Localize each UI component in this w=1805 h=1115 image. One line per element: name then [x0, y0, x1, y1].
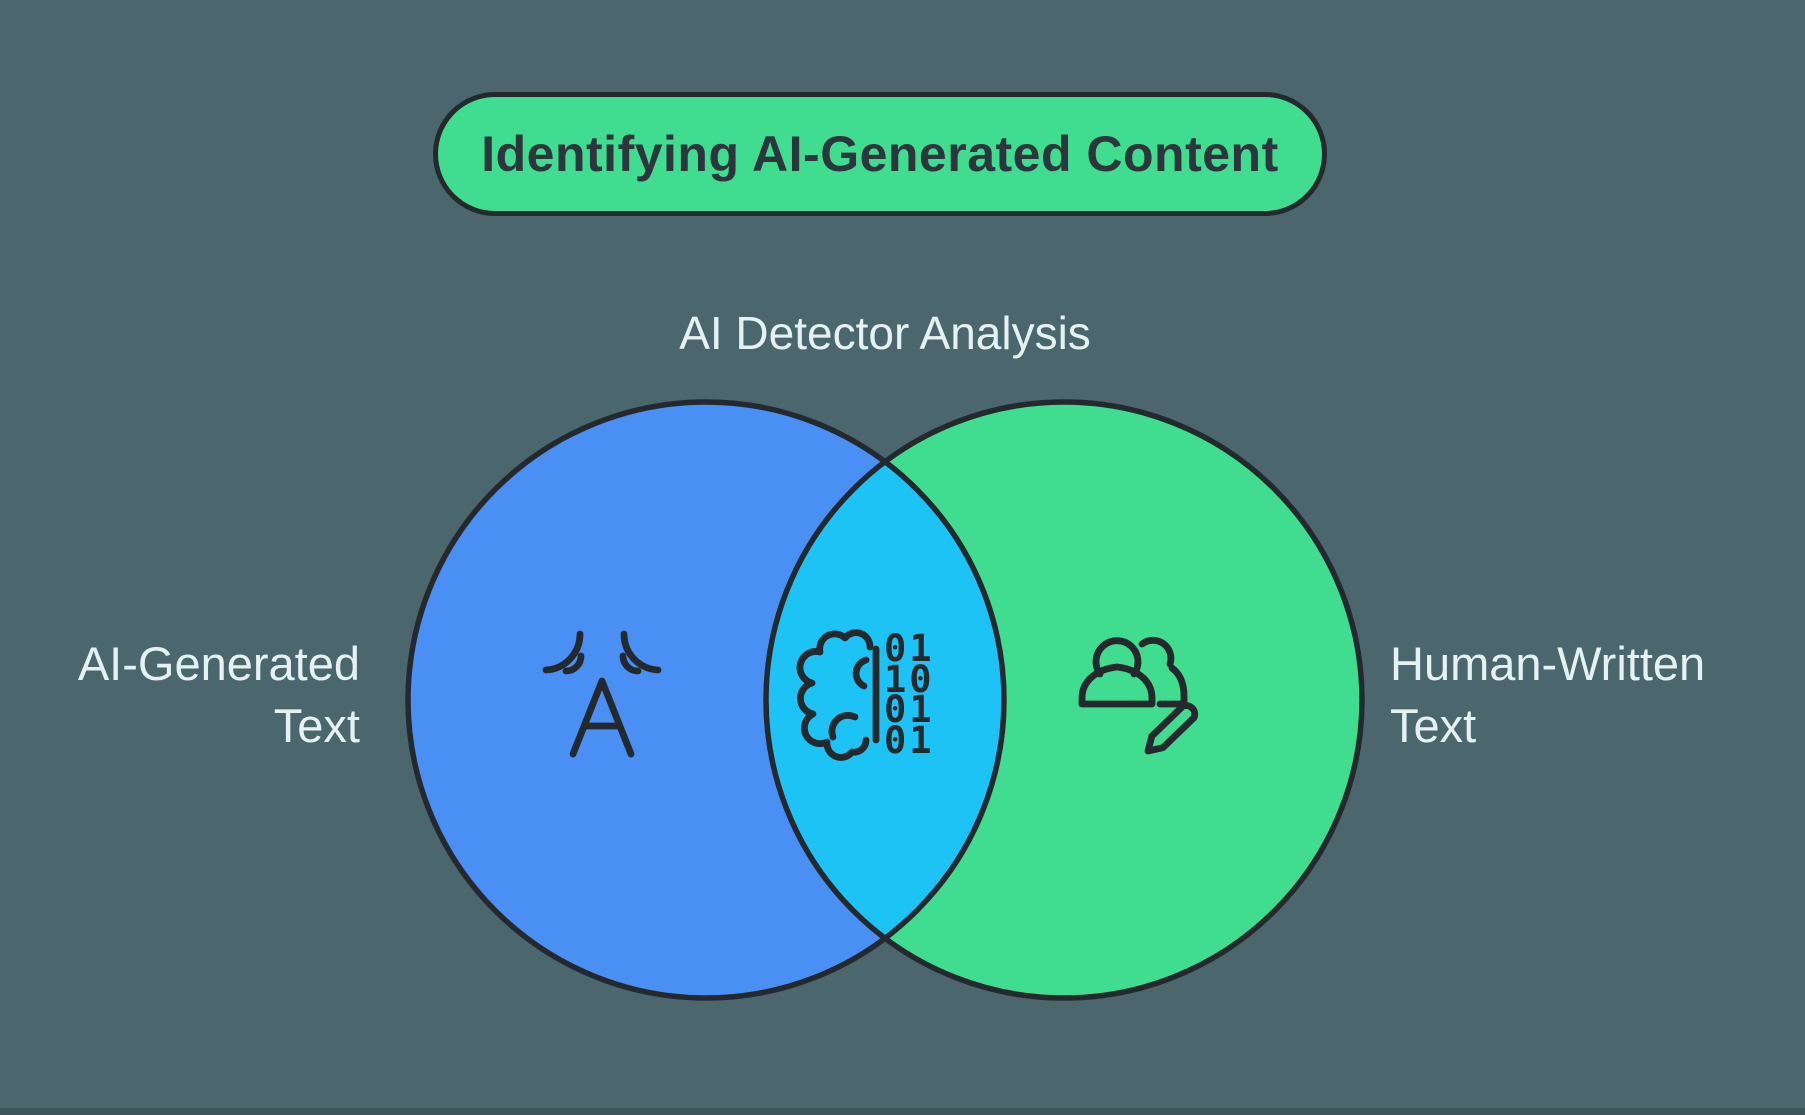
venn-heading: AI Detector Analysis	[679, 307, 1091, 359]
left-circle-outline	[405, 399, 1007, 1001]
letter-a	[569, 677, 635, 758]
right-set-label-line2: Text	[1390, 699, 1477, 752]
wave-arc	[542, 630, 584, 674]
bottom-edge-strip	[0, 1108, 1805, 1115]
ai-letter-waves-icon	[542, 630, 662, 758]
back-person-head	[1138, 636, 1175, 668]
binary-row: 01	[884, 688, 935, 731]
wave-arc	[620, 630, 662, 674]
pencil	[1144, 702, 1199, 755]
left-set-label: AI-Generated Text	[48, 633, 360, 757]
brain-fold	[828, 712, 859, 741]
brain-fold	[852, 656, 870, 690]
brain-binary-icon: 01 10 01 01	[796, 627, 935, 762]
left-set-label-line2: Text	[273, 699, 360, 752]
intersection-fill	[765, 461, 1005, 939]
brain-outline	[796, 629, 874, 761]
right-set-label: Human-Written Text	[1390, 633, 1730, 757]
title-banner: Identifying AI-Generated Content	[433, 92, 1327, 216]
front-person-shoulders	[1078, 663, 1156, 708]
right-set-label-line1: Human-Written	[1390, 637, 1706, 690]
back-person-shoulder	[1156, 664, 1188, 708]
wave-arc	[619, 652, 642, 675]
wave-arc	[562, 652, 585, 675]
binary-row: 01	[884, 627, 935, 670]
pencil-body	[1144, 702, 1199, 755]
title-text: Identifying AI-Generated Content	[481, 126, 1279, 182]
binary-row: 01	[884, 719, 935, 762]
left-set-label-line1: AI-Generated	[77, 637, 360, 690]
binary-row: 10	[884, 658, 935, 701]
right-circle-outline	[763, 399, 1365, 1001]
front-person-head	[1092, 637, 1142, 678]
people-pencil-icon	[1078, 636, 1199, 755]
